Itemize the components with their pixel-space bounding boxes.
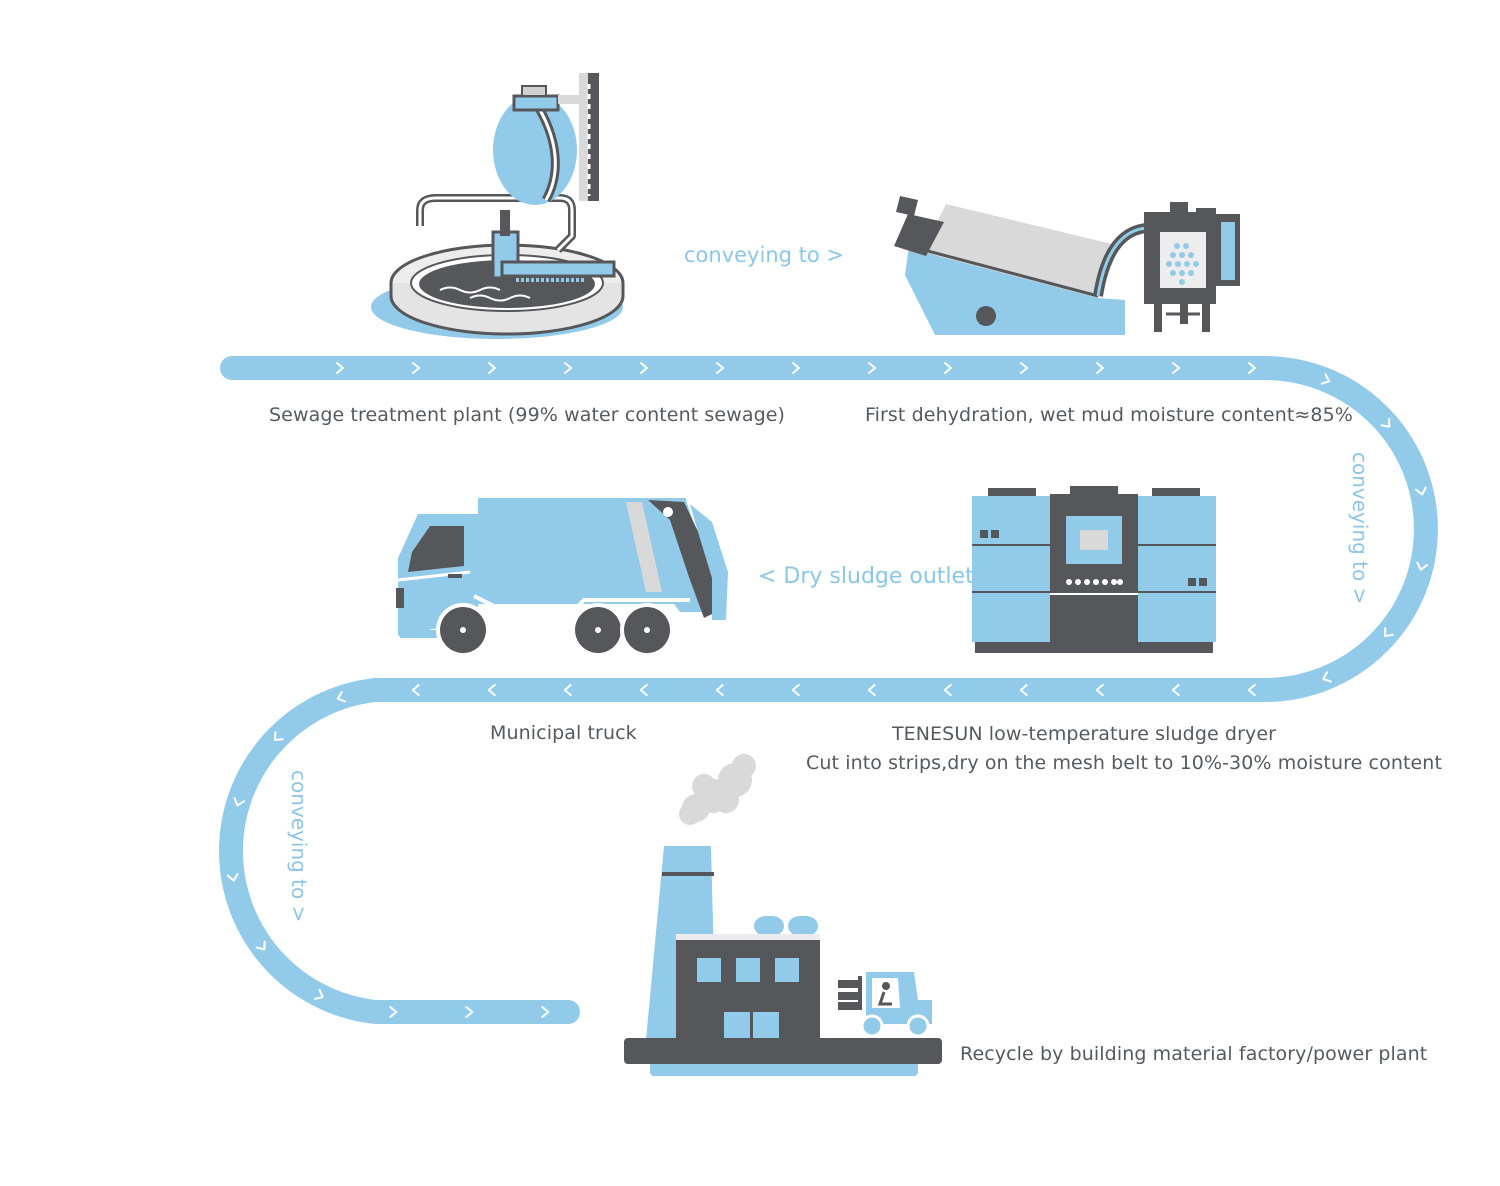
- chevron-right-icon: [1247, 684, 1256, 696]
- chevron-right-icon: [314, 988, 324, 1000]
- chevron-right-icon: [1414, 486, 1427, 496]
- chevron-right-icon: [792, 362, 800, 374]
- flow-label-right: conveying to >: [1348, 452, 1372, 605]
- chevron-right-icon: [943, 684, 952, 696]
- caption-factory: Recycle by building material factory/pow…: [960, 1043, 1428, 1065]
- chevron-right-icon: [1172, 362, 1180, 374]
- chevron-right-icon: [487, 684, 496, 696]
- chevron-right-icon: [411, 684, 420, 696]
- chevron-right-icon: [944, 362, 952, 374]
- chevron-right-icon: [488, 362, 496, 374]
- clarifier-tank-icon: [371, 73, 625, 339]
- chevron-right-icon: [715, 684, 724, 696]
- chevron-right-icon: [1248, 362, 1256, 374]
- chevron-right-icon: [336, 690, 347, 703]
- chevron-right-icon: [1384, 627, 1394, 638]
- screw-press-icon: [894, 196, 1240, 335]
- caption-dryer-title: TENESUN low-temperature sludge dryer: [891, 723, 1277, 745]
- caption-municipal-truck: Municipal truck: [490, 722, 637, 744]
- chevron-right-icon: [465, 1006, 474, 1018]
- chevron-right-icon: [1095, 684, 1104, 696]
- chevron-right-icon: [867, 684, 876, 696]
- forklift-icon: [838, 972, 932, 1038]
- chevron-right-icon: [412, 362, 420, 374]
- chevron-right-icon: [1320, 373, 1331, 385]
- chevron-right-icon: [226, 872, 239, 882]
- chevron-right-icon: [1380, 417, 1391, 428]
- chevron-right-icon: [791, 684, 800, 696]
- chevron-right-icon: [1416, 561, 1429, 571]
- chevron-right-icon: [273, 731, 284, 742]
- chevron-right-icon: [564, 362, 572, 374]
- chevron-right-icon: [255, 940, 266, 951]
- municipal-truck-icon: [396, 498, 728, 657]
- flow-label-outlet: < Dry sludge outlet: [758, 564, 974, 589]
- conveyor-belt: [219, 356, 1438, 1024]
- flow-label-top: conveying to >: [684, 243, 844, 267]
- conveyor-direction-arrows: [226, 362, 1429, 1018]
- chevron-right-icon: [1020, 362, 1028, 374]
- chevron-right-icon: [868, 362, 876, 374]
- chevron-right-icon: [1322, 671, 1332, 683]
- chevron-right-icon: [716, 362, 724, 374]
- chevron-right-icon: [640, 362, 648, 374]
- factory-icon: [624, 754, 942, 1076]
- chevron-right-icon: [563, 684, 572, 696]
- smoke-icon: [679, 754, 756, 825]
- flow-label-left: conveying to >: [287, 770, 311, 923]
- chevron-right-icon: [1096, 362, 1104, 374]
- caption-dryer-detail: Cut into strips,dry on the mesh belt to …: [806, 752, 1442, 774]
- caption-dehydration: First dehydration, wet mud moisture cont…: [865, 404, 1353, 426]
- chevron-right-icon: [233, 797, 246, 807]
- sludge-dryer-icon: [972, 486, 1216, 653]
- chevron-right-icon: [541, 1006, 550, 1018]
- chevron-right-icon: [389, 1006, 398, 1018]
- chevron-right-icon: [1171, 684, 1180, 696]
- chevron-right-icon: [336, 362, 344, 374]
- chevron-right-icon: [639, 684, 648, 696]
- caption-sewage-plant: Sewage treatment plant (99% water conten…: [269, 404, 786, 426]
- chevron-right-icon: [1019, 684, 1028, 696]
